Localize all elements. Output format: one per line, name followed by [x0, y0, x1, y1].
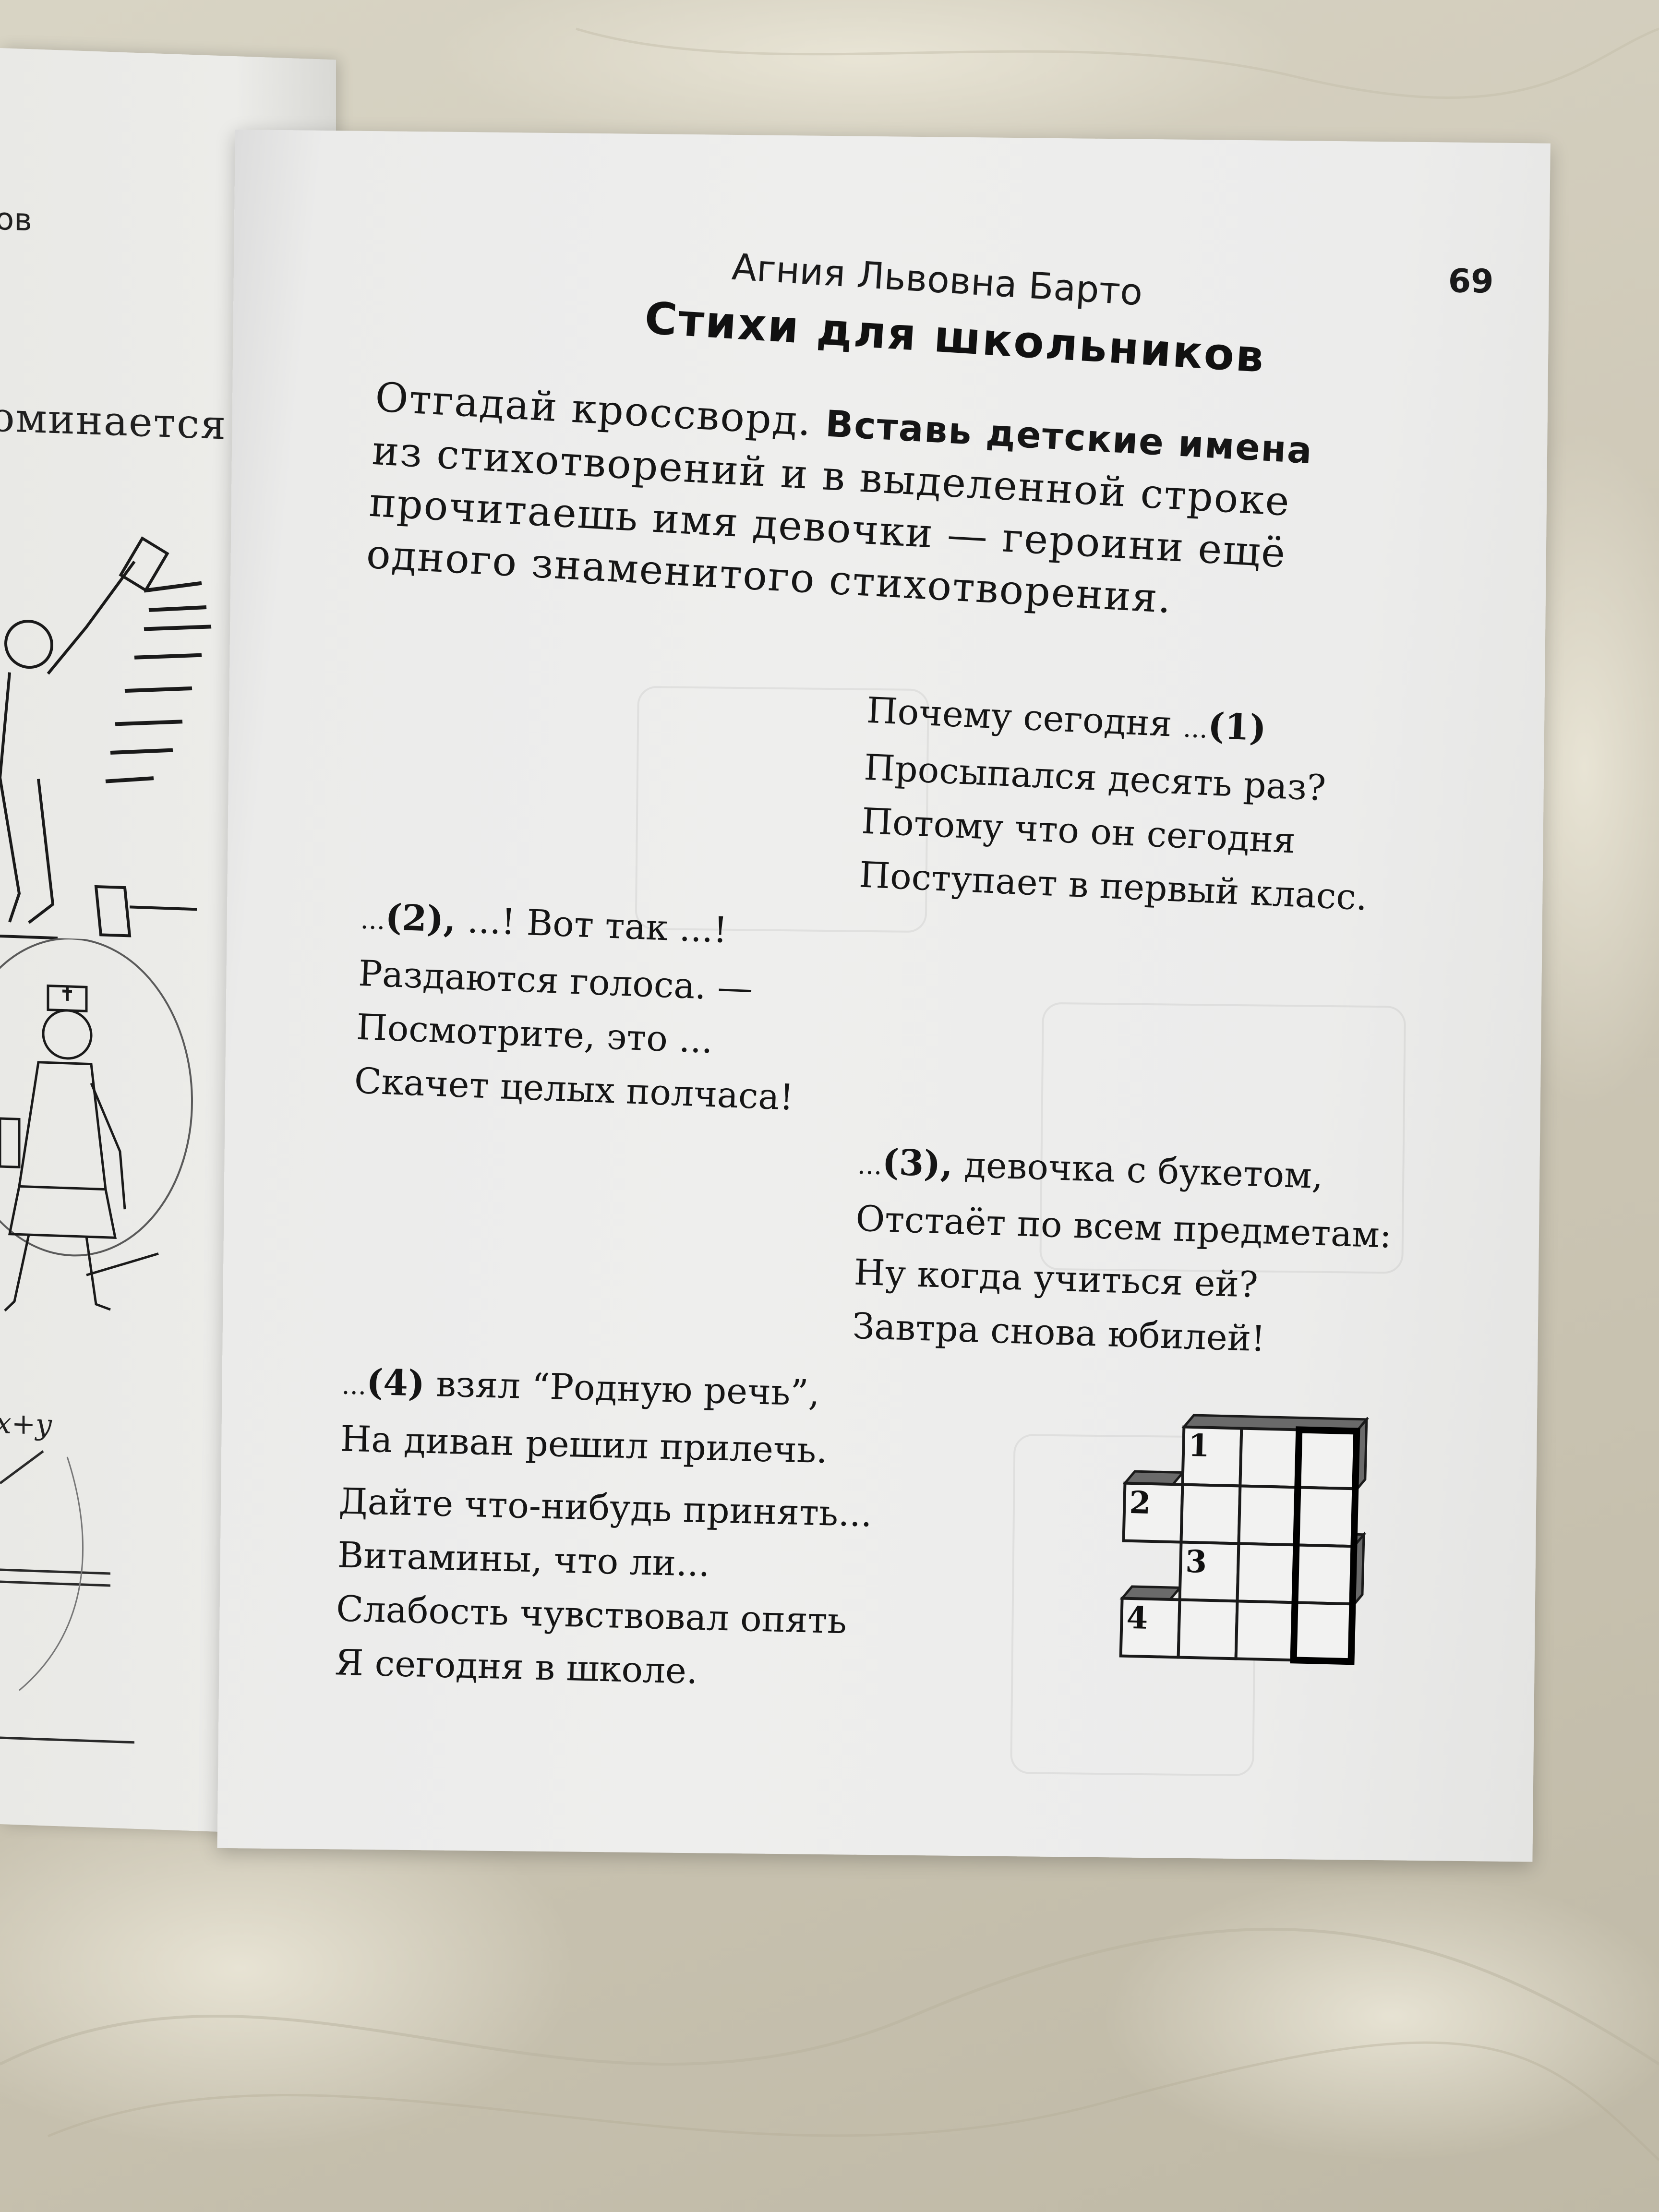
crossword-cell[interactable]: [1236, 1542, 1298, 1604]
crossword-clue-number-1: 1: [1188, 1428, 1210, 1464]
crossword-cell[interactable]: [1177, 1598, 1239, 1660]
crossword-clue-number-4: 4: [1126, 1600, 1148, 1636]
crossword-clue-number-2: 2: [1129, 1485, 1151, 1521]
book-title: Стихи для школьников: [643, 292, 1267, 383]
poem-4: ...(4) взял “Родную речь”, На диван реши…: [334, 1355, 876, 1702]
task-instructions: Отгадай кроссворд. Вставь детские имена …: [365, 371, 1314, 632]
crossword-cells: [1119, 1425, 1358, 1663]
page-number: 69: [1448, 262, 1494, 301]
crossword-cell[interactable]: [1238, 1427, 1301, 1489]
crossword-grid: 1 2 3 4: [1119, 1414, 1370, 1665]
crossword-cell[interactable]: [1237, 1484, 1299, 1547]
crossword-highlighted-column: [1290, 1426, 1360, 1665]
poem-3: ...(3), девочка с букетом, Отстаёт по вс…: [852, 1135, 1394, 1370]
left-page-fragment-word: оминается: [0, 393, 227, 449]
crossword-cell[interactable]: [1295, 1486, 1357, 1548]
crossword-cell[interactable]: [1292, 1601, 1354, 1663]
poem-2: ...(2), ...! Вот так ...! Раздаются голо…: [353, 890, 801, 1125]
crossword-cell[interactable]: [1179, 1483, 1242, 1545]
crossword-cell[interactable]: [1293, 1543, 1356, 1606]
illustration-painter: [0, 536, 212, 940]
left-page-lines: [0, 1450, 134, 1744]
left-page-fragment-top: ов: [0, 201, 32, 239]
crossword-clue-number-3: 3: [1185, 1544, 1207, 1580]
crossword-cell[interactable]: [1296, 1428, 1358, 1491]
right-page: 69 Агния Львовна Барто Стихи для школьни…: [217, 130, 1551, 1862]
poem-1: Почему сегодня ...(1) Просыпался десять …: [858, 684, 1376, 925]
illustration-doctor: [0, 938, 193, 1312]
crossword-cell[interactable]: [1234, 1599, 1297, 1662]
left-page: ов оминается x+y: [0, 48, 336, 1836]
